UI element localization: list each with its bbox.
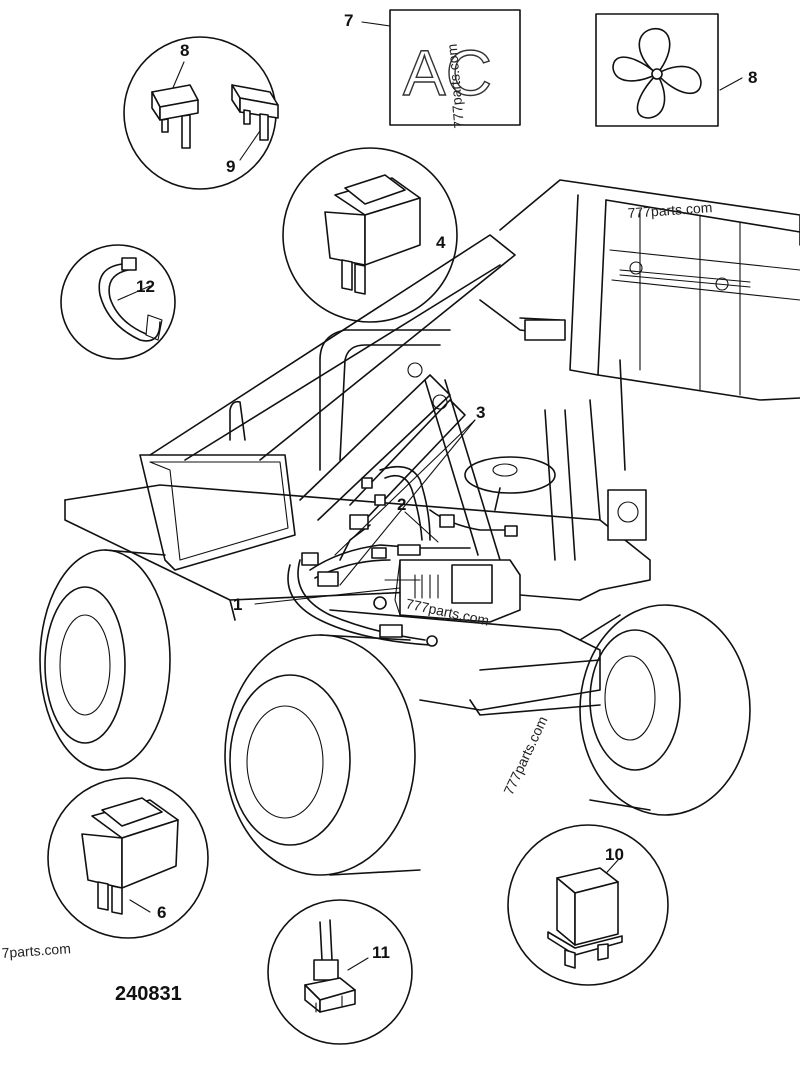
callout-9: 9: [226, 157, 235, 176]
part-number: 240831: [115, 983, 182, 1005]
fuse-detail: [123, 36, 279, 190]
callout-10: 10: [605, 845, 624, 864]
callouts: 1 2 3 4 6 7 8 8 9 10 11 12: [136, 11, 757, 962]
callout-3: 3: [476, 403, 485, 422]
callout-12: 12: [136, 277, 155, 296]
callout-8-fan: 8: [748, 68, 757, 87]
watermark: 7parts.com: [1, 940, 71, 961]
relay-icon: [547, 867, 623, 969]
rocker-switch-icon: [324, 174, 421, 295]
ac-icon-text: AC: [403, 37, 492, 109]
callout-7: 7: [344, 11, 353, 30]
cable-tie-icon: [98, 257, 163, 342]
ac-icon: AC: [389, 9, 521, 126]
callout-2: 2: [397, 495, 406, 514]
watermark: 777parts.com: [444, 43, 467, 129]
watermark: 777parts.com: [627, 199, 713, 221]
rocker-switch-icon: [81, 797, 179, 915]
watermark: 777parts.com: [500, 714, 550, 798]
callout-6: 6: [157, 903, 166, 922]
rocker-switch-detail-6: [47, 777, 209, 939]
leader-lines: [117, 21, 743, 971]
rocker-switch-detail-4: [282, 147, 458, 323]
fuse-icon: [231, 84, 279, 141]
cable-tie-detail: [60, 244, 176, 360]
fuse-icon: [151, 84, 199, 149]
control-box: [384, 559, 521, 623]
callout-8-fuse: 8: [180, 41, 189, 60]
wiring-harness: [287, 465, 518, 647]
callout-1: 1: [233, 595, 242, 614]
callout-4: 4: [436, 233, 446, 252]
relay-detail: [507, 824, 669, 986]
callout-11: 11: [372, 943, 390, 962]
diode-detail: [267, 899, 413, 1045]
fan-icon: [595, 13, 719, 127]
diode-icon: [304, 919, 356, 1013]
